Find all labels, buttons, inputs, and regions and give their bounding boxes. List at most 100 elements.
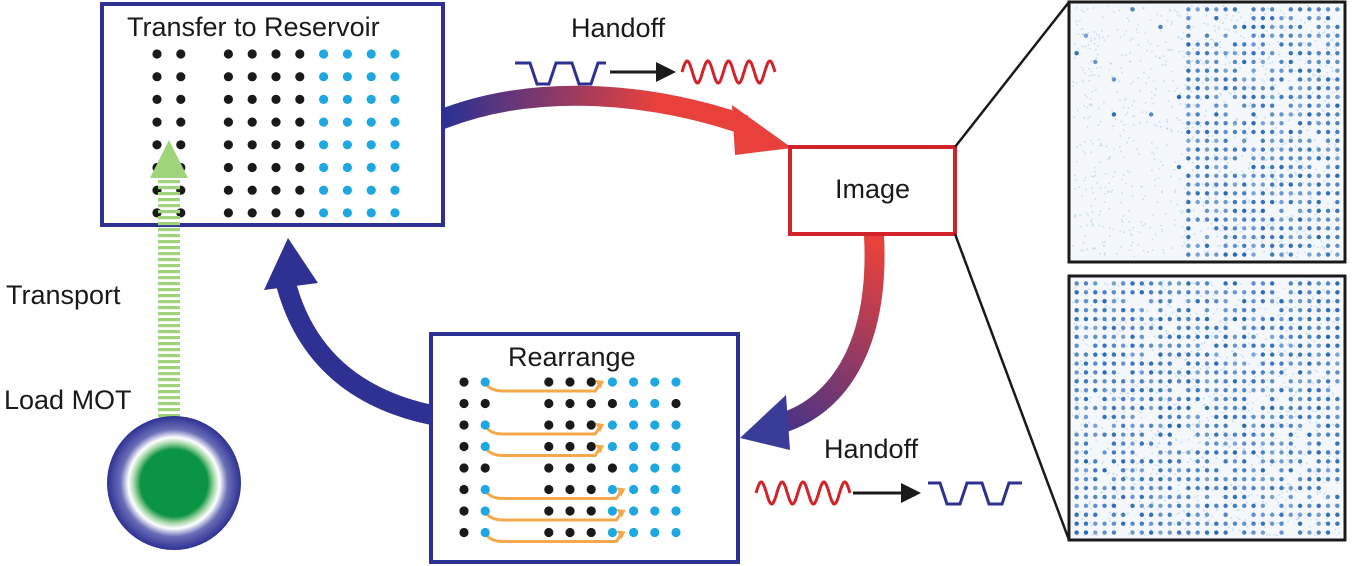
transfer-title: Transfer to Reservoir: [127, 12, 380, 42]
atom-reservoir: [342, 208, 352, 218]
atom: [223, 162, 233, 173]
fluorescence-image-top-atoms: [1072, 5, 1341, 258]
atom-reservoir: [319, 49, 329, 59]
move-arrowhead: [616, 509, 626, 518]
atom: [223, 117, 233, 127]
atom-reservoir: [607, 377, 618, 387]
atom-reservoir: [390, 94, 400, 104]
atom-reservoir: [342, 185, 352, 195]
atom: [152, 72, 162, 82]
load-mot-label: Load MOT: [4, 385, 132, 415]
transfer-atom-grid: [152, 49, 400, 218]
image-label: Image: [835, 174, 911, 204]
zoom-line-top: [954, 1, 1070, 148]
atom: [176, 94, 186, 104]
atom-reservoir: [607, 484, 618, 495]
handoff-waveform-top: [515, 59, 777, 86]
atom: [271, 94, 281, 104]
atom-reservoir: [390, 185, 400, 195]
atom: [544, 377, 554, 387]
atom: [247, 49, 257, 59]
atom: [223, 94, 233, 104]
atom: [671, 398, 681, 409]
atom-reservoir: [366, 94, 376, 104]
atom: [544, 463, 554, 473]
handoff-waveform-bottom: [754, 480, 1022, 506]
atom-reservoir: [629, 484, 639, 495]
atom-reservoir: [671, 463, 681, 473]
atom-reservoir: [342, 49, 352, 59]
atom-reservoir: [319, 162, 329, 173]
atom: [565, 484, 575, 495]
atom: [271, 117, 281, 127]
atom-reservoir: [390, 140, 400, 150]
atom-reservoir: [480, 377, 490, 387]
handoff-top-label: Handoff: [571, 13, 666, 43]
atom: [565, 398, 575, 409]
atom: [295, 208, 305, 218]
atom: [247, 185, 257, 195]
atom-reservoir: [390, 72, 400, 82]
mot-cloud: [107, 416, 241, 550]
atom: [271, 140, 281, 150]
atom: [544, 527, 554, 538]
atom: [565, 377, 575, 387]
atom-reservoir: [671, 527, 681, 538]
atom: [247, 94, 257, 104]
atom: [459, 463, 469, 473]
rearrange-title: Rearrange: [508, 342, 636, 372]
atom: [223, 208, 233, 218]
atom: [223, 185, 233, 195]
atom-reservoir: [607, 527, 618, 538]
atom-reservoir: [480, 420, 490, 430]
atom-reservoir: [629, 441, 639, 452]
atom-reservoir: [366, 72, 376, 82]
atom-reservoir: [629, 506, 639, 516]
atom: [607, 463, 618, 473]
atom: [176, 72, 186, 82]
return-arrow: [264, 238, 435, 425]
atom-reservoir: [480, 506, 490, 516]
atom-reservoir: [480, 527, 490, 538]
atom-reservoir: [650, 527, 660, 538]
move-arrowhead: [616, 487, 626, 497]
atom: [295, 185, 305, 195]
atom-reservoir: [390, 117, 400, 127]
atom: [152, 49, 162, 59]
atom: [152, 94, 162, 104]
handoff-bottom-label: Handoff: [824, 434, 919, 464]
atom: [271, 185, 281, 195]
atom-reservoir: [342, 140, 352, 150]
atom: [152, 117, 162, 127]
atom: [295, 72, 305, 82]
rearrange-atom-grid: [459, 377, 681, 543]
atom: [295, 117, 305, 127]
atom-reservoir: [671, 441, 681, 452]
atom: [459, 527, 469, 538]
atom: [247, 208, 257, 218]
atom-reservoir: [629, 420, 639, 430]
atom: [271, 72, 281, 82]
atom: [459, 484, 469, 495]
atom: [565, 527, 575, 538]
atom: [586, 441, 596, 452]
atom-reservoir: [629, 463, 639, 473]
atom-reservoir: [650, 398, 660, 409]
atom-reservoir: [390, 49, 400, 59]
atom-reservoir: [671, 420, 681, 430]
atom: [565, 420, 575, 430]
atom: [586, 420, 596, 430]
move-arrowhead: [595, 444, 605, 454]
atom-reservoir: [342, 162, 352, 173]
atom: [480, 463, 490, 473]
atom-reservoir: [366, 185, 376, 195]
atom-reservoir: [342, 117, 352, 127]
atom: [271, 49, 281, 59]
atom: [176, 49, 186, 59]
atom: [295, 162, 305, 173]
atom-reservoir: [319, 208, 329, 218]
handoff-arrow-top: [436, 85, 792, 155]
atom: [544, 420, 554, 430]
